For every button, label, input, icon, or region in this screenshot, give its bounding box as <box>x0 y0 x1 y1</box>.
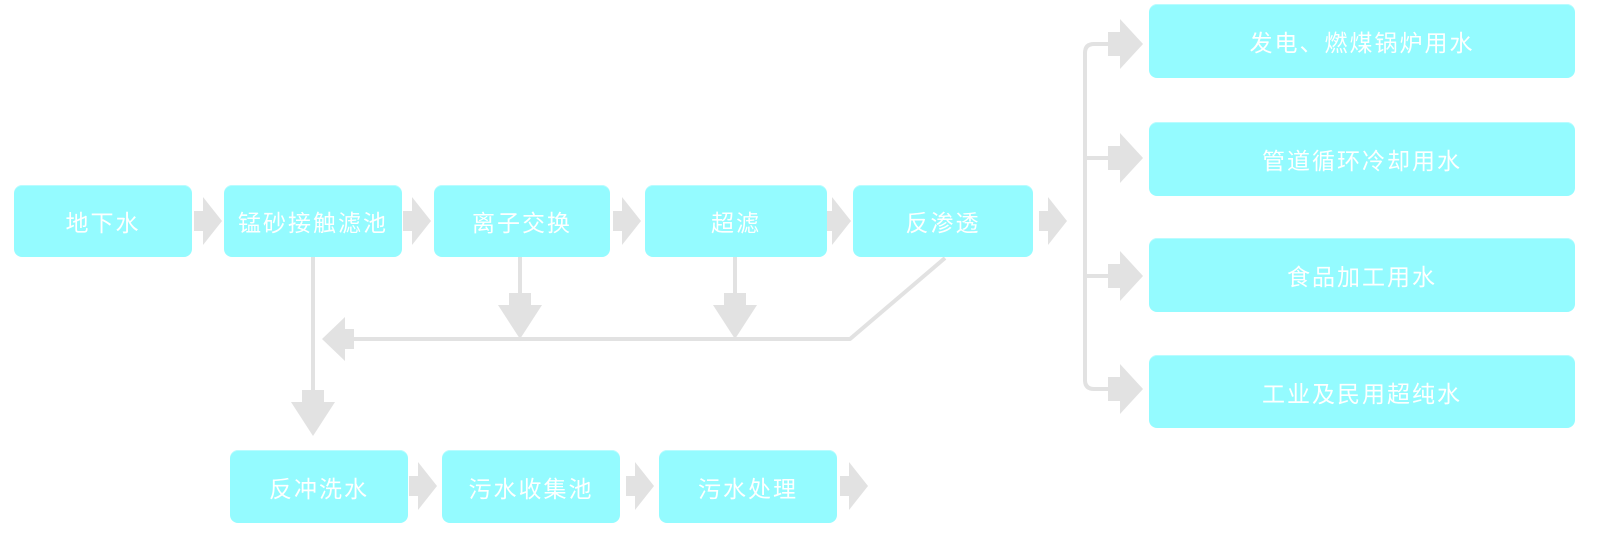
node-cooling-water: 管道循环冷却用水 <box>1149 122 1575 196</box>
node-label: 离子交换 <box>472 210 572 236</box>
node-label: 管道循环冷却用水 <box>1262 148 1462 174</box>
arrow-collection-to-treatment <box>626 462 654 510</box>
node-label: 食品加工用水 <box>1287 264 1437 290</box>
node-label: 污水处理 <box>698 475 798 502</box>
line-return-collector <box>350 256 947 341</box>
node-food-processing-water: 食品加工用水 <box>1149 238 1575 312</box>
arrow-manganese-to-backwash <box>291 390 335 436</box>
node-sewage-collection-pool: 污水收集池 <box>442 450 620 523</box>
connector-lines <box>311 42 1110 394</box>
node-label: 发电、燃煤锅炉用水 <box>1249 30 1475 56</box>
node-ultrapure-water: 工业及民用超纯水 <box>1149 355 1575 428</box>
arrow-to-food-processing-water <box>1108 251 1143 301</box>
node-label: 超滤 <box>711 210 761 236</box>
arrow-ultrafiltration-to-reverse-osmosis <box>823 197 851 245</box>
arrow-to-power-boiler-water <box>1108 19 1143 69</box>
node-reverse-osmosis: 反渗透 <box>853 185 1033 257</box>
node-label: 污水收集池 <box>468 475 594 502</box>
arrow-collector-to-backwash-line <box>322 317 354 361</box>
output-arrows <box>1108 19 1143 414</box>
arrow-to-cooling-water <box>1108 133 1143 183</box>
node-label: 反渗透 <box>905 210 981 236</box>
node-label: 地下水 <box>65 210 141 236</box>
arrow-ion-exchange-to-ultrafiltration <box>613 197 641 245</box>
node-label: 工业及民用超纯水 <box>1262 380 1462 407</box>
node-backwash-water: 反冲洗水 <box>230 450 408 523</box>
node-ultrafiltration: 超滤 <box>645 185 827 257</box>
node-power-boiler-water: 发电、燃煤锅炉用水 <box>1149 4 1575 78</box>
arrow-reverse-osmosis-to-trunk <box>1039 197 1067 245</box>
arrow-treatment-out <box>840 462 868 510</box>
node-groundwater: 地下水 <box>14 185 192 257</box>
node-manganese-sand-filter: 锰砂接触滤池 <box>224 185 402 257</box>
return-arrows <box>291 293 757 436</box>
arrow-groundwater-to-manganese <box>194 197 222 245</box>
arrow-to-ultrapure-water <box>1108 364 1143 414</box>
node-ion-exchange: 离子交换 <box>434 185 610 257</box>
arrow-ion-exchange-to-collector <box>498 293 542 339</box>
node-label: 反冲洗水 <box>269 475 369 502</box>
node-label: 锰砂接触滤池 <box>238 210 388 236</box>
arrow-backwash-to-collection <box>409 462 437 510</box>
waste-flow-arrows <box>409 462 868 510</box>
line-distribution-trunk <box>1083 42 1110 391</box>
node-sewage-treatment: 污水处理 <box>659 450 837 523</box>
arrow-manganese-to-ion-exchange <box>403 197 431 245</box>
main-flow-arrows <box>194 197 1067 245</box>
arrow-ultrafiltration-to-collector <box>713 293 757 339</box>
